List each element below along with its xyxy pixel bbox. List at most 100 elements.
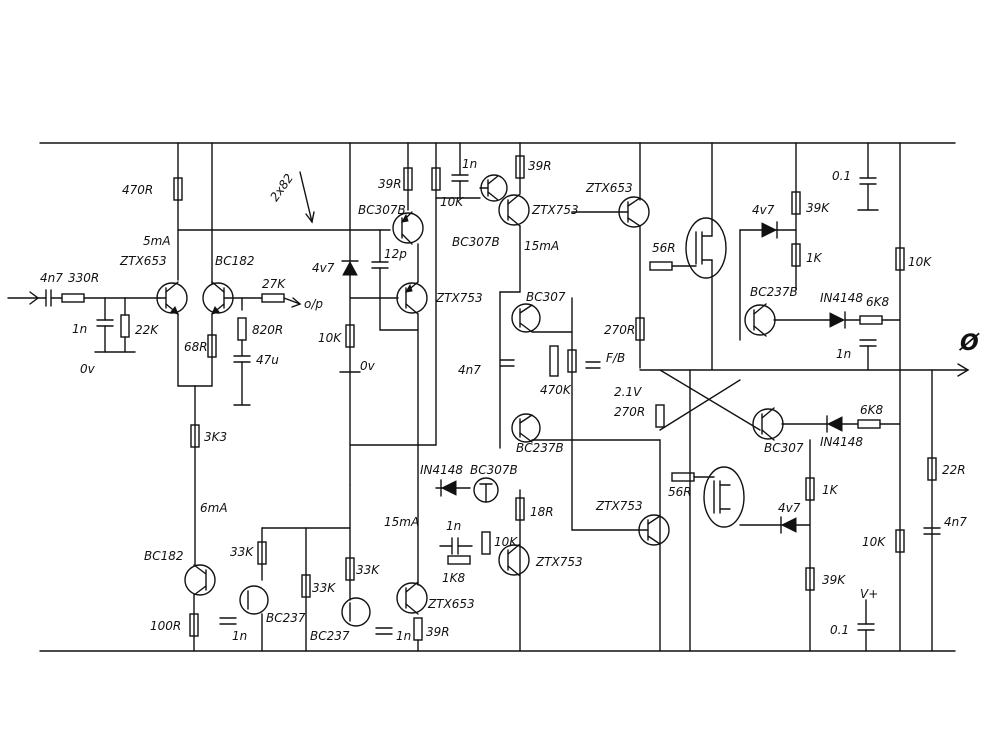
capacitor-47u [233,339,251,406]
label-c-1n-right: 1n [836,347,851,361]
resistor-10k-rail-top [895,247,905,271]
label-q-bc237-b: BC237 [310,629,350,643]
label-q-ztx753-mid: ZTX753 [435,291,483,305]
label-r-68r: 68R [184,340,208,354]
label-r-270r-top: 270R [604,323,635,337]
label-fb: F/B [606,351,625,365]
label-q-ztx653-out: ZTX653 [585,181,633,195]
resistor-1k8 [447,555,471,565]
resistor-470r [173,177,183,201]
label-d-in4148-top: IN4148 [820,291,863,305]
resistor-3k3 [190,424,200,448]
transistor-ztx753-mid [396,281,428,315]
label-r-10k-rail-bot: 10K [862,535,886,549]
label-r-10k-rail-top: 10K [908,255,932,269]
label-q-ztx753-out: ZTX753 [595,499,643,513]
label-ov-in: 0v [80,362,96,376]
label-c-in: 4n7 [40,271,63,285]
label-c-4n7-right: 4n7 [944,515,967,529]
transistor-bc307b-top2 [479,174,508,202]
transistor-bc237-b [341,597,371,627]
transistor-ztx753-top [498,193,530,227]
label-r-3k3: 3K3 [204,430,227,444]
capacitor-1n-bm [375,627,393,635]
transistor-bc307-right [752,407,784,441]
label-r-39k-top: 39K [806,201,830,215]
label-r-56r-bot: 56R [668,485,692,499]
resistor-820r [237,317,247,341]
resistor-6k8-bot [857,419,881,429]
label-q-bc237b-right: BC237B [750,285,798,299]
preset-470k [549,345,559,377]
label-c-1n-top: 1n [462,157,477,171]
label-r-39r-top: 39R [378,177,402,191]
label-cur-15ma-top: 15mA [524,239,559,253]
label-cur-6ma: 6mA [200,501,228,515]
label-c-01-bot: 0.1 [830,623,849,637]
input-arrow [7,291,40,305]
label-c-4n7-mid: 4n7 [458,363,481,377]
resistor-10k-bot [481,531,491,555]
label-q-bc237-a: BC237 [266,611,306,625]
label-z-4v7-left: 4v7 [312,261,335,275]
cross-wire-a [659,369,761,431]
label-q-ztx653-in: ZTX653 [119,254,167,268]
label-q-bc307-right: BC307 [764,441,804,455]
label-note-2x82: 2x82 [267,171,296,204]
capacitor-4n7-right [923,527,941,535]
resistor-39k-top [791,191,801,215]
label-r-39k-bot: 39K [822,573,846,587]
label-q-bc307b-bot: BC307B [470,463,518,477]
label-c-1n-in: 1n [72,322,87,336]
label-r-270r-bot: 270R [614,405,645,419]
resistor-10k-top [431,167,441,191]
resistor-22r [927,457,937,481]
label-r-33k-a: 33K [230,545,254,559]
cross-wire-b [659,379,741,431]
label-r-39r-top2: 39R [528,159,552,173]
label-z-4v7-right-top: 4v7 [752,203,775,217]
zener-4v7-right-top [739,221,797,239]
label-q-bc307-mid: BC307 [526,290,566,304]
label-c-01-top: 0.1 [832,169,851,183]
note-arrow [299,171,315,224]
capacitor-12p [371,229,389,331]
transistor-bc237b-right [744,303,776,337]
input-capacitor-4n7 [37,289,63,307]
transistor-ztx753-bot [498,543,530,577]
transistor-ztx753-out [571,514,670,546]
resistor-10k-rail-bot [895,529,905,553]
label-r-100r: 100R [150,619,181,633]
label-v-21: 2.1V [614,385,642,399]
capacitor-0.1-top [857,142,879,211]
label-c-1n-bl: 1n [232,629,247,643]
diode-in4148-top [773,311,861,329]
mosfet-bottom [693,466,745,528]
capacitor-fb [585,361,601,369]
resistor-39k-bot [805,567,815,591]
label-z-4v7-right-bot: 4v7 [778,501,801,515]
transistor-ztx653-bot [396,581,428,615]
label-q-bc307b-top: BC307B [358,203,406,217]
resistor-1k-bot [805,477,815,501]
capacitor-1n-right [859,339,877,371]
label-c-1n-bm: 1n [396,629,411,643]
label-cur-5ma: 5mA [143,234,171,248]
capacitor-1n-bot [439,537,473,555]
label-r-6k8-bot: 6K8 [860,403,884,417]
transistor-bc182-top [202,281,263,315]
resistor-270r-bot [655,404,665,428]
label-q-bc182-top: BC182 [215,254,255,268]
label-r-470k: 470K [540,383,572,397]
label-c-47u: 47u [256,353,279,367]
resistor-18r [515,497,525,521]
label-q-bc237b-mid: BC237B [516,441,564,455]
label-r-1k-bot: 1K [822,483,839,497]
label-q-ztx653-bot: ZTX653 [427,597,475,611]
label-r-33k-b: 33K [312,581,336,595]
resistor-10k-left [345,324,355,348]
transistor-bc237b-mid [511,413,541,443]
label-r-1k-top: 1K [806,251,823,265]
label-c-12p: 12p [384,247,407,261]
capacitor-1n-top [435,142,481,199]
